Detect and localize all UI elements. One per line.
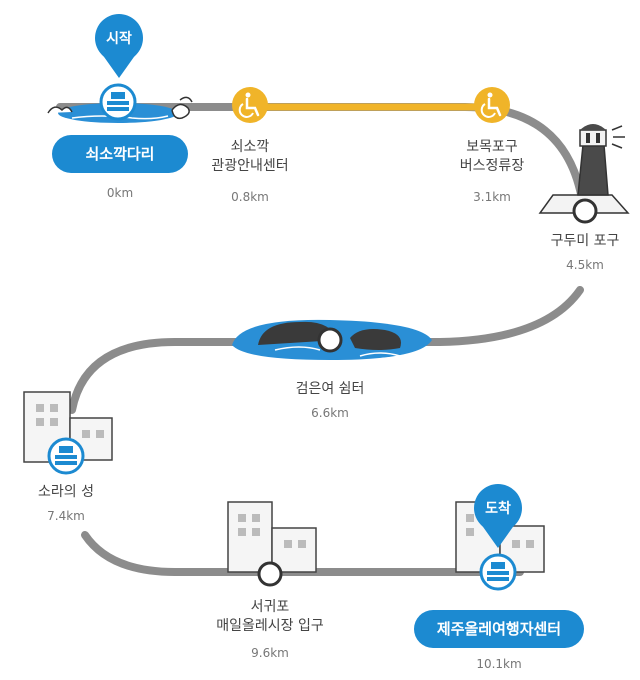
stop-2-name-line1: 보목포구 (466, 139, 518, 155)
stamp-box-icon-start (99, 83, 137, 121)
stop-6-name[interactable]: 서귀포 매일올레시장 입구 (216, 598, 324, 636)
stop-start-distance: 0km (106, 186, 134, 200)
stop-6-name-line1: 서귀포 (250, 599, 290, 615)
stop-1-name-line2: 관광안내센터 (211, 158, 289, 174)
stop-6-name-line2: 매일올레시장 입구 (216, 618, 324, 634)
wheelchair-icon-1 (232, 87, 268, 123)
stop-2-name-line2: 버스정류장 (459, 158, 525, 174)
stop-end-name[interactable]: 제주올레여행자센터 (414, 610, 584, 648)
stop-4-name[interactable]: 검은여 쉼터 (295, 381, 365, 397)
map-pin-icon-end (474, 484, 522, 548)
stop-end-distance: 10.1km (476, 657, 522, 671)
building-icon-2 (227, 501, 317, 587)
stop-6-distance: 9.6km (251, 646, 289, 660)
wheelchair-icon-2 (474, 87, 510, 123)
rock-icon (232, 319, 432, 360)
stop-1-name[interactable]: 쇠소깍 관광안내센터 (211, 138, 288, 176)
stop-2-distance: 3.1km (473, 190, 511, 204)
stop-3-distance: 4.5km (566, 258, 604, 272)
building-icon-1 (23, 391, 113, 475)
stop-start-name[interactable]: 쇠소깍다리 (52, 135, 188, 173)
stop-2-name[interactable]: 보목포구 버스정류장 (460, 138, 524, 176)
map-pin-icon-start (95, 14, 143, 78)
stop-1-distance: 0.8km (231, 190, 269, 204)
stop-1-name-line1: 쇠소깍 (230, 139, 270, 155)
end-marker-label: 도착 (485, 501, 511, 517)
stop-4-distance: 6.6km (311, 406, 349, 420)
stop-3-name[interactable]: 구두미 포구 (550, 233, 620, 249)
stamp-box-icon-end (479, 553, 517, 591)
lighthouse-icon (538, 124, 630, 224)
start-marker-label: 시작 (106, 31, 132, 47)
stop-5-distance: 7.4km (47, 509, 85, 523)
stop-5-name[interactable]: 소라의 성 (38, 484, 94, 500)
